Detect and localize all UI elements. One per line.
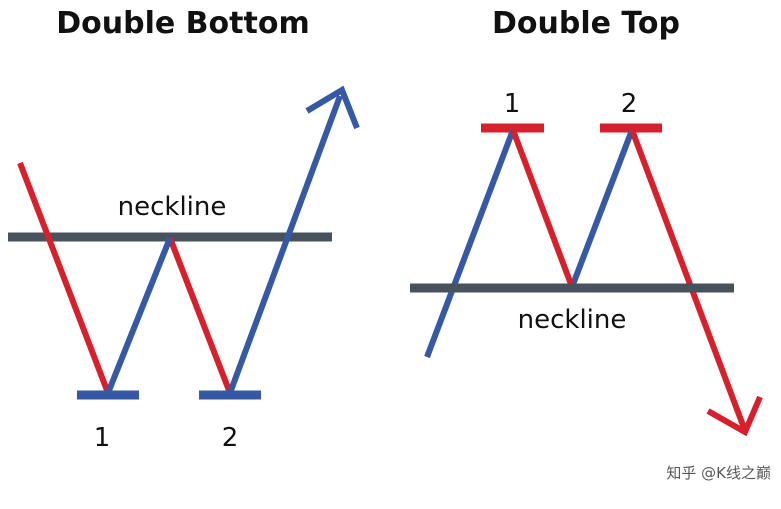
up-arrow-icon	[305, 85, 360, 130]
down-arrow-icon	[706, 395, 763, 437]
double-top-red-descent-2	[629, 128, 747, 430]
double-bottom-neckline-label: neckline	[118, 192, 227, 222]
double-bottom-label-2: 2	[222, 423, 239, 453]
double-top-title: Double Top	[492, 6, 680, 41]
double-bottom-title: Double Bottom	[56, 6, 309, 41]
double-top-red-descent-1	[510, 128, 575, 289]
double-bottom-red-descent-2	[167, 236, 233, 395]
double-bottom-label-1: 1	[94, 423, 111, 453]
double-bottom-blue-ascent-2	[227, 94, 343, 395]
double-top-neckline-label: neckline	[518, 305, 627, 335]
double-top-blue-ascent-1	[424, 128, 516, 359]
double-top-label-1: 1	[504, 89, 521, 119]
double-bottom-red-descent-1	[17, 161, 111, 395]
double-top-label-2: 2	[621, 89, 638, 119]
double-top-blue-ascent-2	[569, 128, 635, 289]
watermark: 知乎 @K线之巅	[666, 464, 771, 482]
double-bottom-blue-ascent-1	[105, 236, 173, 395]
